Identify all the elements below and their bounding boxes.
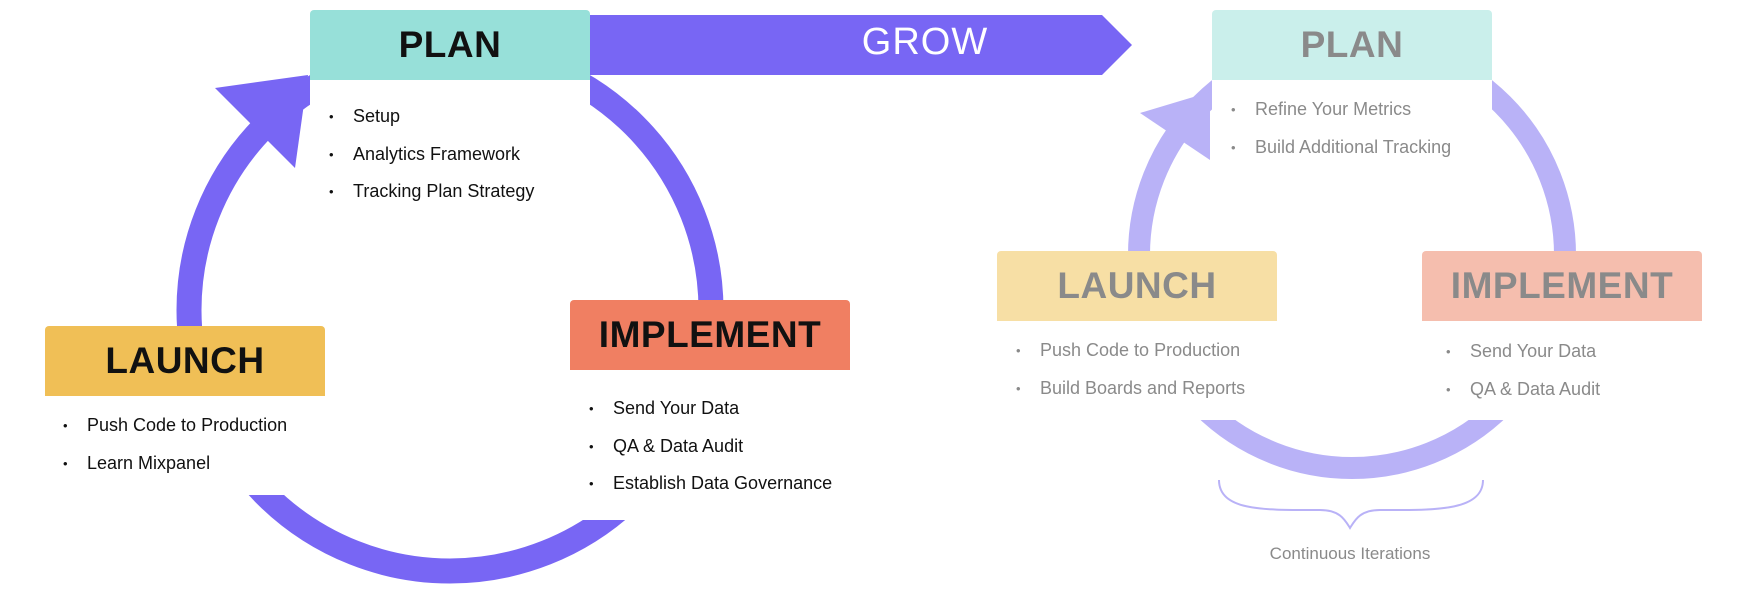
list-item: Send Your Data — [1446, 333, 1600, 371]
cycle-arrowhead-1 — [215, 75, 308, 168]
list-item: Build Boards and Reports — [1016, 370, 1245, 408]
list-item: QA & Data Audit — [589, 428, 832, 466]
plan-title-2: PLAN — [1300, 24, 1404, 65]
launch-header-2: LAUNCH — [997, 251, 1277, 321]
launch-title-2: LAUNCH — [1057, 265, 1217, 306]
list-item: Refine Your Metrics — [1231, 91, 1451, 129]
implement-list-2: Send Your Data QA & Data Audit — [1446, 333, 1600, 408]
implement-title-2: IMPLEMENT — [1450, 265, 1674, 306]
list-item: QA & Data Audit — [1446, 371, 1600, 409]
implement-header-2: IMPLEMENT — [1422, 251, 1702, 321]
list-item: Tracking Plan Strategy — [329, 173, 534, 211]
iterations-brace — [1218, 479, 1484, 530]
plan-list-1: Setup Analytics Framework Tracking Plan … — [329, 98, 534, 211]
list-item: Push Code to Production — [63, 407, 287, 445]
list-item: Push Code to Production — [1016, 332, 1245, 370]
list-item: Setup — [329, 98, 534, 136]
plan-header-2: PLAN — [1212, 10, 1492, 80]
list-item: Send Your Data — [589, 390, 832, 428]
launch-list-1: Push Code to Production Learn Mixpanel — [63, 407, 287, 482]
list-item: Build Additional Tracking — [1231, 129, 1451, 167]
launch-header-1: LAUNCH — [45, 326, 325, 396]
implement-title-1: IMPLEMENT — [598, 314, 822, 355]
launch-title-1: LAUNCH — [105, 340, 265, 381]
grow-arrow — [560, 15, 1132, 75]
implement-header-1: IMPLEMENT — [570, 300, 850, 370]
list-item: Analytics Framework — [329, 136, 534, 174]
launch-list-2: Push Code to Production Build Boards and… — [1016, 332, 1245, 407]
list-item: Establish Data Governance — [589, 465, 832, 503]
continuous-iterations-caption: Continuous Iterations — [1269, 544, 1431, 563]
list-item: Learn Mixpanel — [63, 445, 287, 483]
plan-header-1: PLAN — [310, 10, 590, 80]
implement-list-1: Send Your Data QA & Data Audit Establish… — [589, 390, 832, 503]
plan-title-1: PLAN — [398, 24, 502, 65]
plan-list-2: Refine Your Metrics Build Additional Tra… — [1231, 91, 1451, 166]
grow-label: GROW — [861, 21, 989, 63]
cycle-arrowhead-2 — [1140, 92, 1210, 160]
